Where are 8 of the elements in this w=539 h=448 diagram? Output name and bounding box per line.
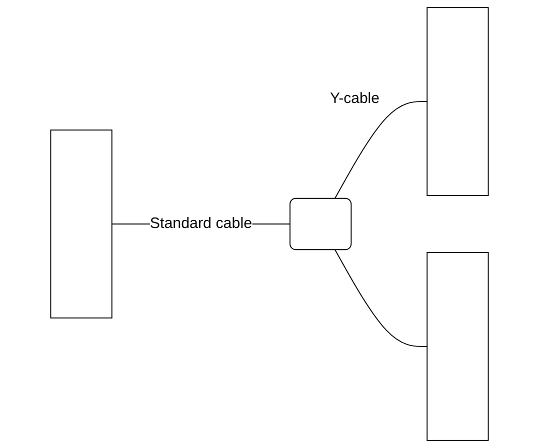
node-box (426, 7, 489, 196)
node-box (290, 198, 352, 250)
connector (334, 249, 428, 347)
node-box (50, 130, 112, 318)
connector (334, 101, 428, 199)
edge-label: Standard cable (150, 215, 252, 232)
cable-label: Y-cable (330, 90, 380, 107)
node-box (426, 252, 489, 441)
